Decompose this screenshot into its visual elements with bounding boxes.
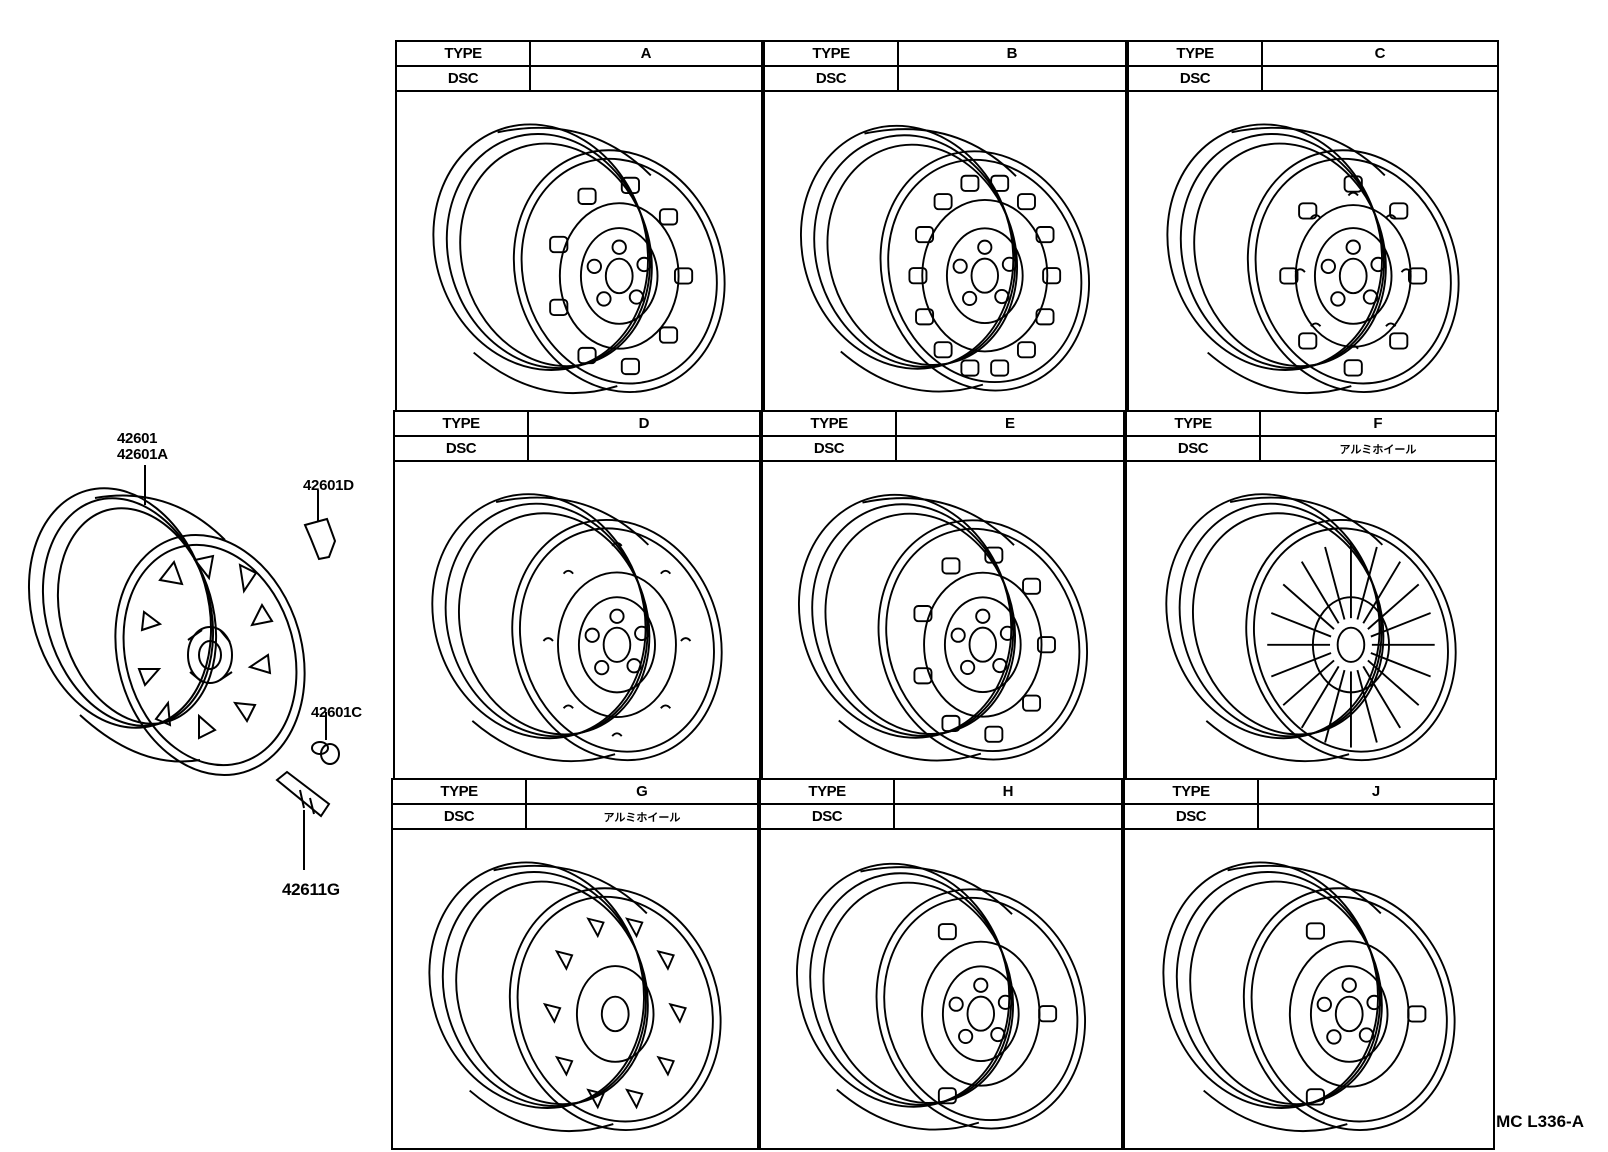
dsc-label: DSC [393,805,527,828]
type-value: F [1373,415,1383,432]
dsc-row: DSC [765,67,1125,92]
wheel-cell-f: TYPE F DSC アルミホイール [1125,410,1497,780]
dsc-label: DSC [395,437,529,460]
wheel-cell-e: TYPE E DSC [761,410,1125,780]
type-label: TYPE [765,42,899,65]
type-value: E [1004,415,1015,432]
dsc-row: DSC [1129,67,1497,92]
part-label-valve-stem: 42611G [282,880,340,899]
type-value: A [640,45,652,62]
wheel-cell-j: TYPE J DSC [1123,778,1495,1150]
part-label-valve-core: 42601C [311,704,362,721]
type-row: TYPE B [765,42,1125,67]
part-number-42601: 42601 [117,430,158,447]
part-label-valve-cap: 42601D [303,477,354,494]
type-label: TYPE [1125,780,1259,803]
dsc-value: アルミホイール [603,811,681,824]
wheel-drawing-icon [1125,832,1493,1148]
part-number-42601a: 42601A [117,446,168,463]
dsc-label: DSC [1127,437,1261,460]
wheel-drawing-icon [761,832,1121,1148]
dsc-value: アルミホイール [1339,443,1417,456]
type-label: TYPE [761,780,895,803]
dsc-label: DSC [397,67,531,90]
wheel-drawing-icon [1127,464,1495,778]
type-row: TYPE G [393,780,757,805]
dsc-value [899,67,1125,90]
type-row: TYPE E [763,412,1123,437]
wheel-drawing-icon [1129,94,1497,410]
type-row: TYPE A [397,42,761,67]
valve-cap-icon [303,517,337,561]
dsc-value [1259,805,1493,828]
type-row: TYPE F [1127,412,1495,437]
type-value: H [1002,783,1014,800]
type-value: B [1006,45,1018,62]
wheel-cell-c: TYPE C DSC [1127,40,1499,412]
dsc-row: DSC アルミホイール [1127,437,1495,462]
wheel-cell-d: TYPE D DSC [393,410,761,780]
type-row: TYPE H [761,780,1121,805]
type-row: TYPE J [1125,780,1493,805]
dsc-value [895,805,1121,828]
valve-stem-icon [275,770,331,870]
valve-core-icon [311,741,340,765]
dsc-value [897,437,1123,460]
type-value: G [636,783,648,800]
dsc-value [529,437,759,460]
type-label: TYPE [397,42,531,65]
dsc-label: DSC [1125,805,1259,828]
wheel-drawing-icon [395,464,759,778]
dsc-row: DSC アルミホイール [393,805,757,830]
dsc-label: DSC [765,67,899,90]
type-label: TYPE [393,780,527,803]
dsc-row: DSC [761,805,1121,830]
wheel-cell-b: TYPE B DSC [763,40,1127,412]
dsc-row: DSC [395,437,759,462]
dsc-row: DSC [397,67,761,92]
dsc-value [1263,67,1497,90]
diagram-code: MC L336-A [1496,1112,1584,1131]
wheel-drawing-icon [765,94,1125,410]
dsc-label: DSC [763,437,897,460]
dsc-row: DSC [1125,805,1493,830]
part-label-wheel: 42601 42601A [117,431,168,463]
type-label: TYPE [763,412,897,435]
type-label: TYPE [1127,412,1261,435]
wheel-cell-g: TYPE G DSC アルミホイール [391,778,759,1150]
type-row: TYPE C [1129,42,1497,67]
type-label: TYPE [395,412,529,435]
type-row: TYPE D [395,412,759,437]
wheel-drawing-icon [397,94,761,410]
wheel-drawing-icon [763,464,1123,778]
dsc-label: DSC [1129,67,1263,90]
type-value: D [638,415,650,432]
wheel-cell-h: TYPE H DSC [759,778,1123,1150]
dsc-value [531,67,761,90]
dsc-label: DSC [761,805,895,828]
left-assembly-drawing [27,465,340,870]
wheel-cell-a: TYPE A DSC [395,40,763,412]
dsc-row: DSC [763,437,1123,462]
wheel-drawing-icon [393,832,757,1148]
main-wheel-icon [27,465,306,776]
type-value: J [1371,783,1381,800]
type-value: C [1374,45,1386,62]
type-label: TYPE [1129,42,1263,65]
